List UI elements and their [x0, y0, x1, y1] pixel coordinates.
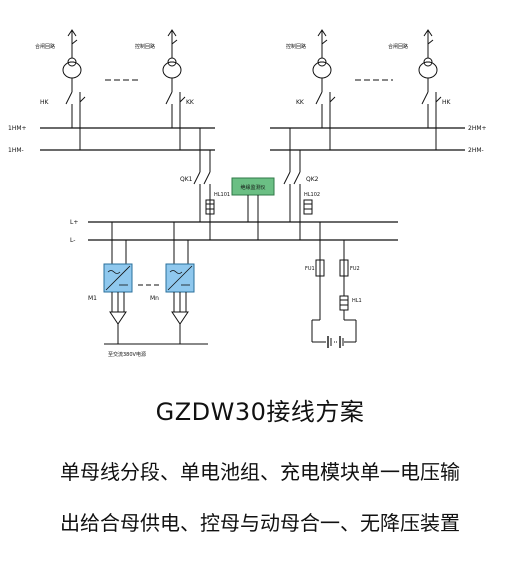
feeder-2-label: 控制回路: [135, 43, 155, 50]
description-line-2: 出给合母供电、控母与动母合一、无降压装置: [60, 511, 460, 535]
breaker-qk2: QK2: [283, 128, 319, 240]
feeder-2: 控制回路 KK: [135, 29, 195, 150]
charging-module-mn: Mn: [150, 222, 195, 344]
charging-module-m1: M1: [88, 222, 133, 344]
breaker-qk1: QK1: [180, 128, 211, 240]
breaker-qk2-label: QK2: [306, 176, 319, 183]
insulation-monitor: 绝缘监测仪: [231, 177, 275, 240]
bus-2hm-plus-label: 2HM+: [468, 125, 487, 132]
bus-l-plus-label: L+: [70, 219, 78, 226]
fuse-fu1-label: FU1: [305, 266, 315, 272]
feeder-4-switch: HK: [442, 99, 452, 106]
wiring-diagram: 合闸回路 HK 控制回路 KK 控制回路 KK 合闸回路 HK 1HM+ 1HM…: [8, 29, 487, 358]
battery-branch: FU1 FU2 HL1: [305, 222, 362, 348]
bus-2hm-minus-label: 2HM-: [468, 147, 484, 154]
feeder-2-switch: KK: [186, 99, 195, 106]
fuse-fu2-label: FU2: [350, 266, 360, 272]
feeder-3: 控制回路 KK: [286, 29, 336, 150]
feeder-3-switch: KK: [296, 99, 305, 106]
bus-l-minus-label: L-: [70, 237, 75, 244]
indicator-hl102: HL102: [303, 192, 320, 215]
feeder-1-label: 合闸回路: [35, 43, 55, 50]
indicator-hl101: HL101: [205, 192, 230, 215]
bus-1hm-minus-label: 1HM-: [8, 147, 24, 154]
indicator-hl101-label: HL101: [214, 192, 230, 198]
module-m1-label: M1: [88, 295, 97, 302]
feeder-3-label: 控制回路: [286, 43, 306, 50]
page-title: GZDW30接线方案: [155, 398, 365, 426]
indicator-hl102-label: HL102: [304, 192, 320, 198]
feeder-1-switch: HK: [40, 99, 50, 106]
module-mn-label: Mn: [150, 295, 159, 302]
description-line-1: 单母线分段、单电池组、充电模块单一电压输: [60, 460, 460, 484]
ac-input-label: 至交流380V电源: [108, 351, 146, 358]
breaker-qk1-label: QK1: [180, 176, 193, 183]
bus-1hm-plus-label: 1HM+: [8, 125, 27, 132]
feeder-4-label: 合闸回路: [388, 43, 408, 50]
feeder-1: 合闸回路 HK: [35, 29, 86, 150]
indicator-hl1-label: HL1: [352, 298, 362, 304]
insulation-monitor-label: 绝缘监测仪: [240, 184, 265, 191]
feeder-4: 合闸回路 HK: [388, 29, 452, 150]
